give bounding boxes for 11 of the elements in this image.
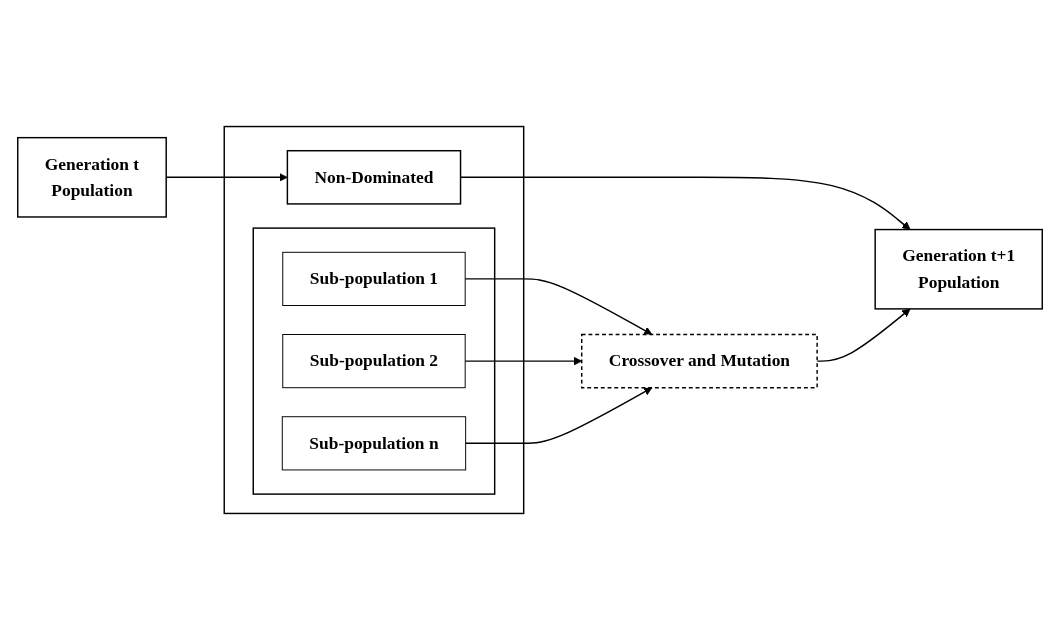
cluster [252,227,496,495]
node-box: Generation t Population [17,136,167,218]
arrow [464,278,653,335]
cluster [223,125,525,515]
arrow [464,387,653,445]
node-box: Sub-population 2 [282,334,466,389]
node-box: Sub-population n [281,416,467,471]
node-box: Sub-population 1 [282,251,466,306]
node-box: Crossover and Mutation [581,333,818,389]
node-box: Non-Dominated [286,150,462,205]
node-box: Generation t+1 Population [874,228,1043,310]
